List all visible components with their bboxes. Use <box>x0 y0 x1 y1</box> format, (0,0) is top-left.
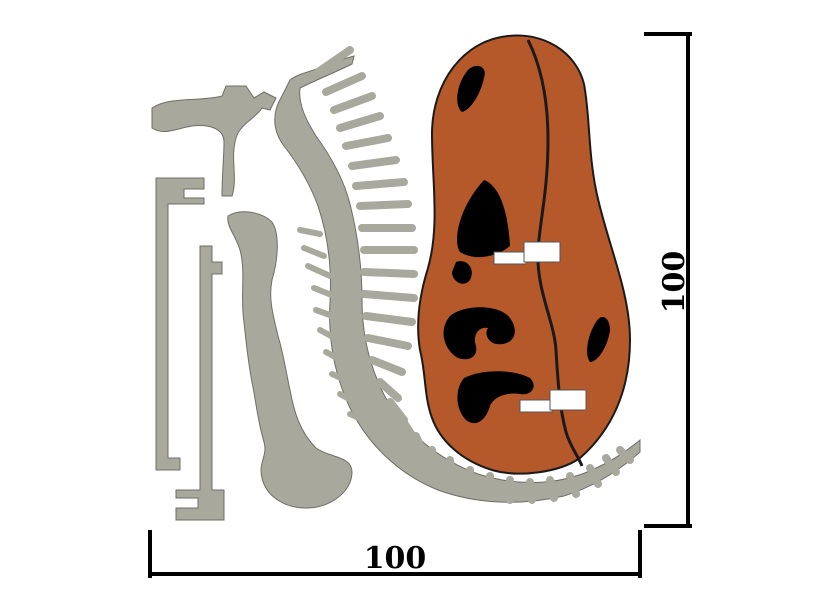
width-dimension: 100 <box>148 530 642 578</box>
rib <box>446 456 456 486</box>
height-dimension-label: 100 <box>657 251 692 314</box>
rib <box>314 46 354 76</box>
rib <box>311 285 337 299</box>
eye-socket-hole <box>457 65 485 112</box>
fenestra-hole <box>443 307 515 360</box>
inner-bracket-piece <box>175 245 225 521</box>
rib <box>305 263 333 279</box>
left-bracket-piece <box>155 177 205 471</box>
rib <box>317 327 345 345</box>
rib <box>376 378 402 402</box>
rib <box>329 371 357 387</box>
rib <box>330 92 376 114</box>
ribs <box>297 46 634 504</box>
jaw-hole <box>457 371 534 424</box>
rib <box>616 446 634 464</box>
pelvis-piece <box>151 85 277 197</box>
rib <box>364 334 412 350</box>
rib <box>322 72 366 96</box>
rib <box>362 312 416 326</box>
rib <box>368 356 406 376</box>
rib <box>546 476 558 502</box>
rib <box>336 112 384 132</box>
upper-tab <box>493 241 561 265</box>
skeleton-pieces <box>151 46 641 521</box>
small-nostril-hole <box>452 261 472 284</box>
rib <box>352 178 408 190</box>
skull-seam-line <box>526 39 584 467</box>
snout-hole <box>587 316 610 362</box>
rib <box>360 290 418 302</box>
height-dimension: 100 <box>644 32 692 528</box>
rib <box>586 464 602 488</box>
rib <box>526 478 536 504</box>
rib <box>602 454 620 476</box>
rib <box>323 349 351 367</box>
rib <box>356 200 412 210</box>
width-dimension-label: 100 <box>364 541 427 576</box>
lower-tab <box>519 389 587 413</box>
rib <box>342 134 392 150</box>
leg-piece <box>227 211 353 509</box>
rib <box>566 472 580 498</box>
rib <box>313 307 341 321</box>
rib <box>428 446 440 474</box>
skull-piece <box>417 34 632 475</box>
rib <box>360 268 418 278</box>
rib <box>398 416 418 442</box>
antorbital-hole <box>457 180 510 258</box>
rib <box>348 156 400 170</box>
rib <box>347 411 375 427</box>
rib <box>301 245 327 259</box>
rib <box>412 432 428 460</box>
rib <box>297 227 323 237</box>
rib <box>337 391 365 409</box>
